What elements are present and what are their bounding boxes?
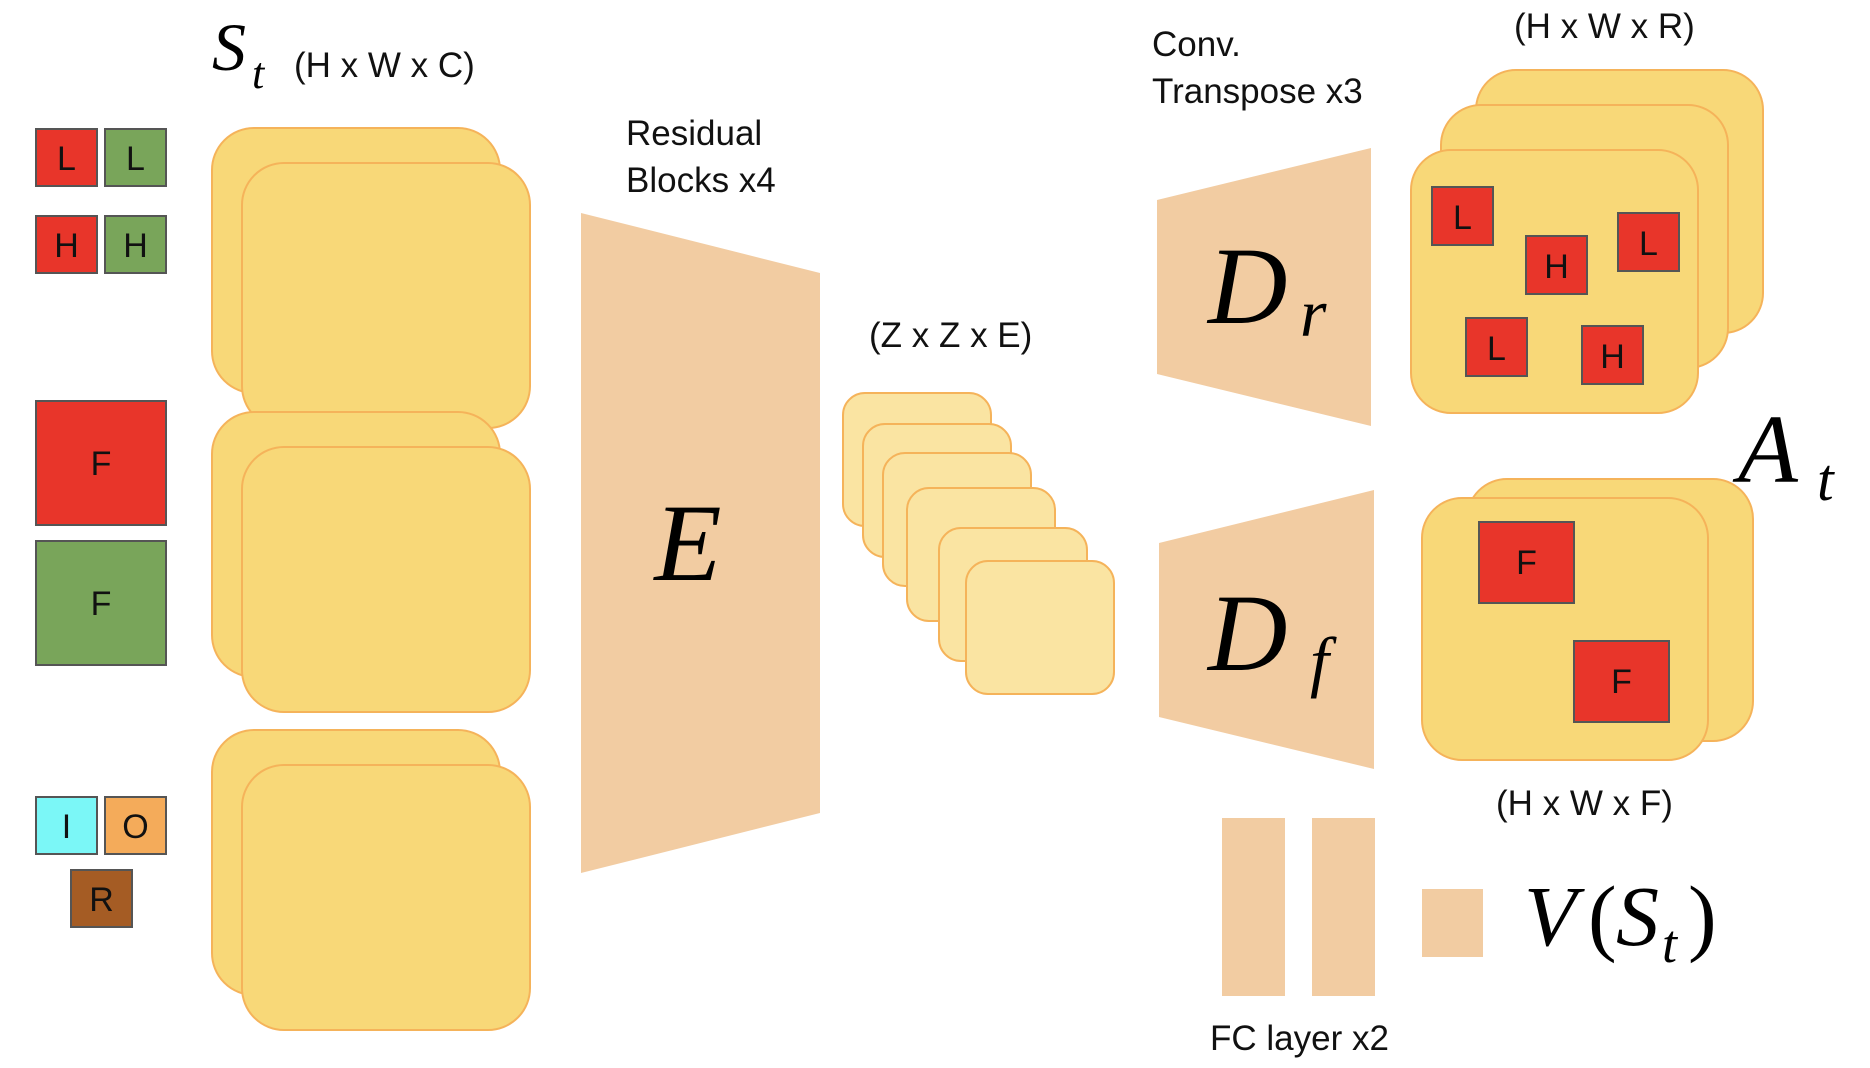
decoder-r-symbol: D (1206, 225, 1287, 347)
svg-text:F: F (1516, 544, 1537, 582)
value-expression: V ( S t ) (1524, 868, 1717, 974)
decoder-f-output-dims: (H x W x F) (1496, 784, 1673, 823)
svg-text:L: L (1487, 330, 1506, 368)
svg-text:L: L (1453, 199, 1472, 237)
svg-text:t: t (1662, 914, 1679, 974)
output-square-f-2: F (1573, 640, 1670, 723)
fc-layer-bar-2 (1312, 818, 1375, 996)
encoder-symbol: E (652, 482, 721, 604)
output-square-h-1: H (1525, 235, 1588, 295)
svg-text:H: H (1544, 248, 1569, 286)
input-channel-stack-2 (211, 411, 531, 713)
decoder-f-trapezoid (1159, 490, 1374, 769)
svg-text:I: I (62, 808, 71, 846)
action-symbol: A (1732, 396, 1799, 504)
input-state-dims: (H x W x C) (294, 46, 475, 85)
channel-square-f-green: F (35, 540, 167, 666)
svg-text:H: H (54, 227, 79, 265)
channel-square-l-red: L (35, 128, 98, 187)
svg-text:): ) (1688, 868, 1717, 964)
svg-text:O: O (122, 808, 148, 846)
decoder-r-label-line1: Conv. (1152, 25, 1241, 64)
latent-feature-stack (842, 392, 1115, 695)
channel-square-h-green: H (104, 215, 167, 274)
channel-square-l-green: L (104, 128, 167, 187)
fc-layer-bar-1 (1222, 818, 1285, 996)
svg-text:F: F (91, 445, 112, 483)
latent-dims: (Z x Z x E) (869, 316, 1032, 355)
value-output-square (1422, 889, 1483, 957)
channel-square-i-cyan: I (35, 796, 98, 855)
channel-square-h-red: H (35, 215, 98, 274)
svg-text:L: L (57, 140, 76, 178)
channel-square-f-red: F (35, 400, 167, 526)
output-square-l-1: L (1431, 186, 1494, 246)
svg-text:H: H (1600, 338, 1625, 376)
svg-text:F: F (91, 585, 112, 623)
output-square-f-1: F (1478, 521, 1575, 604)
input-channel-stack-3 (211, 729, 531, 1031)
action-subscript: t (1817, 447, 1835, 513)
decoder-f-symbol: D (1206, 572, 1287, 694)
svg-text:H: H (123, 227, 148, 265)
input-state-symbol: S (212, 9, 246, 85)
channel-square-o-orange: O (104, 796, 167, 855)
svg-text:S: S (1616, 868, 1659, 964)
output-square-l-3: L (1465, 317, 1528, 377)
svg-text:R: R (89, 881, 114, 919)
decoder-r-output-dims: (H x W x R) (1514, 7, 1695, 46)
input-channel-stack-1 (211, 127, 531, 429)
svg-text:L: L (126, 140, 145, 178)
decoder-r-subscript: r (1300, 275, 1327, 351)
output-square-h-2: H (1581, 325, 1644, 385)
encoder-label-line2: Blocks x4 (626, 161, 776, 200)
encoder-trapezoid (581, 213, 820, 873)
svg-text:V: V (1524, 868, 1585, 964)
decoder-r-label-line2: Transpose x3 (1152, 72, 1363, 111)
svg-text:L: L (1639, 225, 1658, 263)
output-square-l-2: L (1617, 212, 1680, 272)
encoder-label-line1: Residual (626, 114, 762, 153)
decoder-r-trapezoid (1157, 148, 1371, 426)
channel-square-r-brown: R (70, 869, 133, 928)
svg-text:F: F (1611, 663, 1632, 701)
fc-layer-label: FC layer x2 (1210, 1019, 1389, 1058)
input-state-subscript: t (252, 49, 266, 98)
svg-text:(: ( (1588, 868, 1617, 964)
